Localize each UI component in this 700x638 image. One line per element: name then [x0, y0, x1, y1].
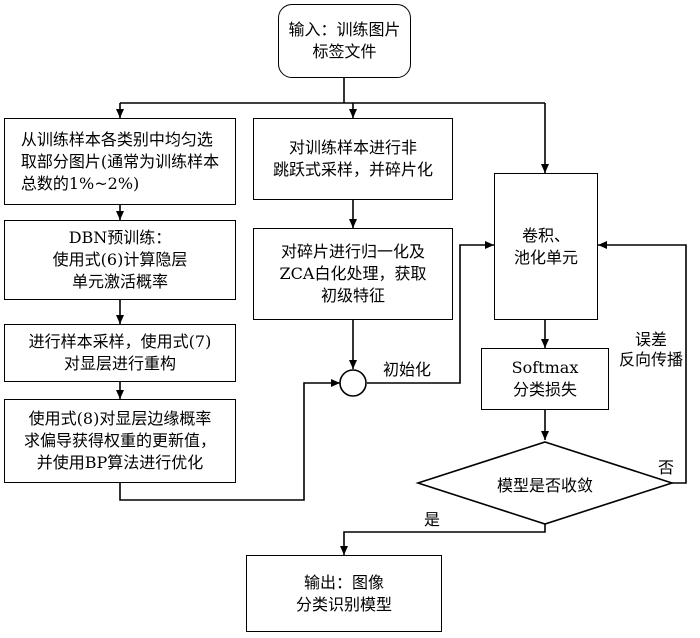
- converge-text: 模型是否收敛: [496, 476, 593, 495]
- converge-diamond: [415, 441, 675, 525]
- dbn-node-text: DBN预训练： 使用式(6)计算隐层 单元激活概率: [52, 228, 188, 291]
- backprop-label: 误差 反向传播: [618, 330, 683, 369]
- connector-optimize-merge: [119, 379, 340, 501]
- optimize-node-text: 使用式(8)对显层边缘概率 求偏导获得权重的更新值， 并使用BP算法进行优化: [23, 409, 216, 472]
- select-node: 从训练样本各类别中均匀选 取部分图片(通常为训练样本 总数的1%~2%): [4, 118, 236, 205]
- nonjump-node-text: 对训练样本进行非 跳跃式采样，并碎片化: [272, 138, 433, 179]
- select-node-text: 从训练样本各类别中均匀选 取部分图片(通常为训练样本 总数的1%~2%): [20, 129, 220, 193]
- merge-circle: [339, 369, 367, 397]
- conv-node-text: 卷积、 池化单元: [513, 225, 578, 267]
- yes-label: 是: [424, 510, 441, 529]
- output-node: 输出：图像 分类识别模型: [246, 555, 442, 632]
- softmax-node: Softmax 分类损失: [481, 348, 609, 410]
- connector-no-feedback: [598, 241, 687, 484]
- input-node-text: 输入：训练图片 标签文件: [288, 20, 401, 61]
- normalize-node-text: 对碎片进行归一化及 ZCA白化处理，获取 初级特征: [279, 242, 427, 305]
- connector-yes-output: [340, 524, 546, 555]
- optimize-node: 使用式(8)对显层边缘概率 求偏导获得权重的更新值， 并使用BP算法进行优化: [4, 399, 236, 483]
- normalize-node: 对碎片进行归一化及 ZCA白化处理，获取 初级特征: [253, 228, 453, 320]
- init-label: 初始化: [383, 360, 432, 379]
- sample-node: 进行样本采样，使用式(7) 对显层进行重构: [4, 324, 236, 382]
- dbn-node: DBN预训练： 使用式(6)计算隐层 单元激活概率: [4, 220, 236, 300]
- nonjump-node: 对训练样本进行非 跳跃式采样，并碎片化: [253, 118, 453, 200]
- conv-node: 卷积、 池化单元: [494, 173, 598, 320]
- sample-node-text: 进行样本采样，使用式(7) 对显层进行重构: [28, 332, 212, 373]
- softmax-node-text: Softmax 分类损失: [511, 358, 579, 399]
- no-label: 否: [658, 458, 675, 477]
- input-node: 输入：训练图片 标签文件: [278, 4, 411, 78]
- output-node-text: 输出：图像 分类识别模型: [295, 572, 392, 614]
- connector-merge-conv: [367, 241, 494, 384]
